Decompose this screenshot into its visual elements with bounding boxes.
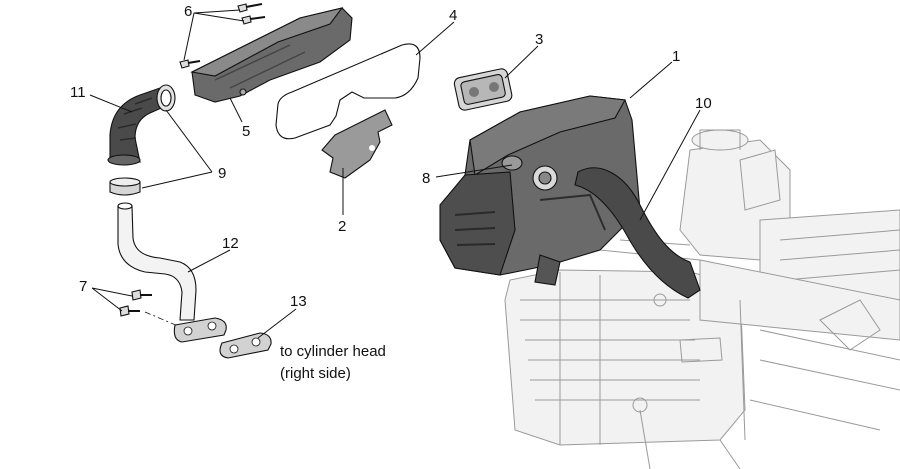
- flange-gasket: [144, 311, 272, 359]
- bolt-icon: [119, 3, 266, 317]
- filter-icon: [453, 68, 513, 111]
- callout-4: 4: [449, 7, 457, 24]
- callout-3: 3: [535, 31, 543, 48]
- callout-1: 1: [672, 48, 680, 65]
- cover-plate: [321, 109, 393, 179]
- intake-duct: [190, 7, 353, 103]
- callout-9: 9: [218, 165, 226, 182]
- caption-line-2: (right side): [280, 365, 351, 382]
- callout-2: 2: [338, 218, 346, 235]
- secondary-air-pipe: [117, 202, 197, 321]
- callout-12: 12: [222, 235, 239, 252]
- caption-line-1: to cylinder head: [280, 343, 386, 360]
- callout-8: 8: [422, 170, 430, 187]
- gasket-icon: [275, 43, 421, 140]
- clamps: [109, 84, 176, 196]
- callout-numbers: 1 2 3 4 5 6 7 8 9 10 11 12 13: [70, 3, 712, 310]
- engine-ghost: [504, 129, 900, 469]
- leader-lines: [89, 9, 701, 339]
- callout-11: 11: [70, 84, 86, 101]
- callout-7: 7: [79, 278, 87, 295]
- callout-13: 13: [290, 293, 307, 310]
- caption: to cylinder head (right side): [280, 343, 386, 382]
- air-box-housing: [439, 95, 701, 299]
- callout-5: 5: [242, 123, 250, 140]
- callout-6: 6: [184, 3, 192, 20]
- callout-10: 10: [695, 95, 712, 112]
